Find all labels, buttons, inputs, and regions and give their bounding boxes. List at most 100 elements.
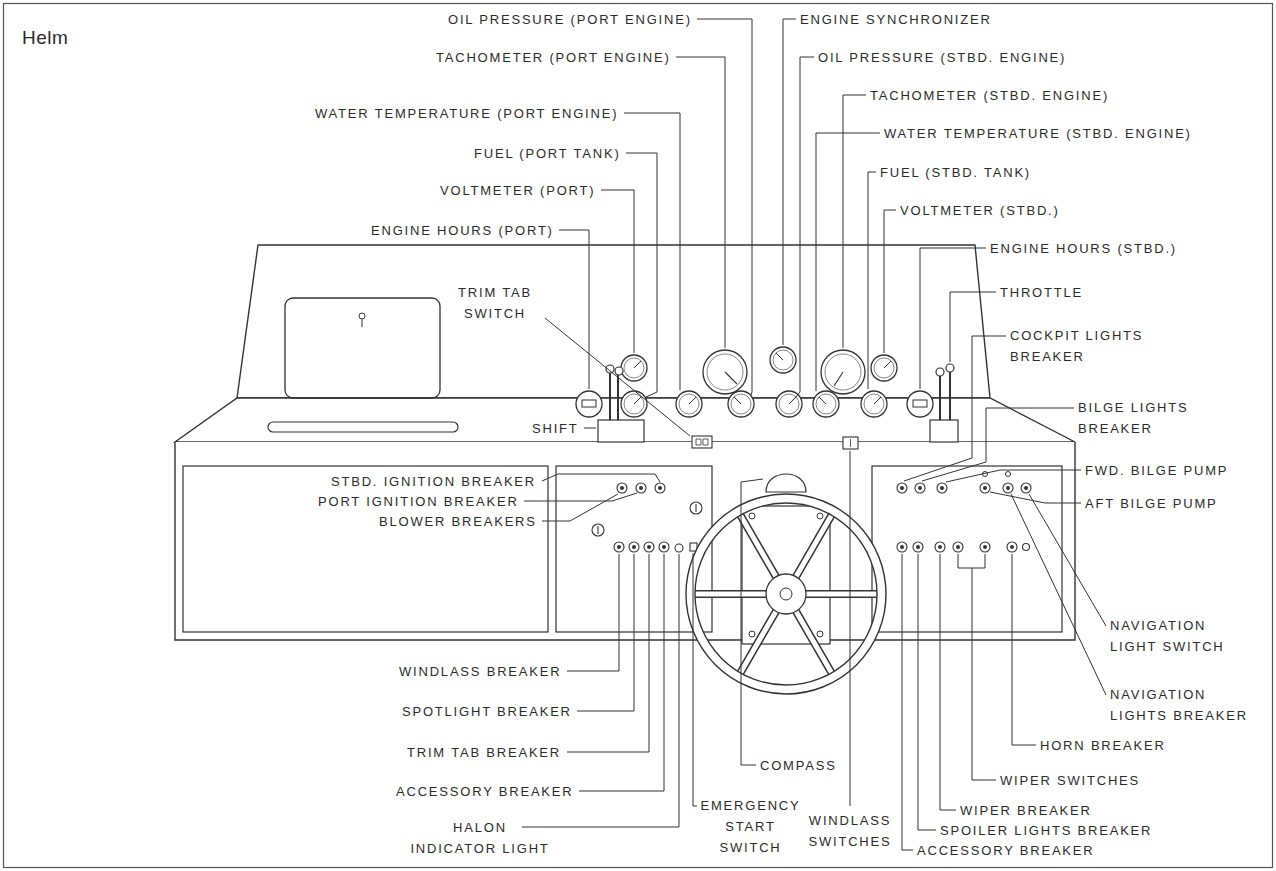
throttle-base <box>930 420 958 442</box>
callout-label: TRIM TAB BREAKER <box>407 742 563 763</box>
callout-label: VOLTMETER (PORT) <box>440 180 597 201</box>
gauge-needle <box>634 361 641 368</box>
key-switch <box>690 502 702 514</box>
callout-label: AFT BILGE PUMP <box>1085 493 1219 514</box>
callout-label: SPOTLIGHT BREAKER <box>402 701 573 722</box>
shift-knob <box>615 367 623 375</box>
callout-label: ACCESSORY BREAKER <box>396 781 575 802</box>
gauge-needle <box>776 353 783 360</box>
callout-label: SHIFT <box>532 418 580 439</box>
callout-label: STBD. IGNITION BREAKER <box>331 471 538 492</box>
callout-label: OIL PRESSURE (PORT ENGINE) <box>448 9 693 30</box>
throttle-lever <box>940 372 950 420</box>
gauge-dial <box>624 358 644 378</box>
gauge-dial <box>864 394 884 414</box>
gauge-dial <box>621 391 647 417</box>
gauge-dial <box>728 391 754 417</box>
trim-tab-switch <box>696 439 708 445</box>
diagram-title: Helm <box>22 26 68 50</box>
callout-label: FWD. BILGE PUMP <box>1085 460 1230 481</box>
callout-label: WATER TEMPERATURE (PORT ENGINE) <box>315 103 620 124</box>
indicator-light <box>1023 544 1030 551</box>
gauge-needle <box>789 397 796 404</box>
callout-label: THROTTLE <box>1000 282 1085 303</box>
trim-tab-switch <box>692 436 712 448</box>
callout-label: ENGINE HOURS (STBD.) <box>990 238 1178 259</box>
gauge-dial <box>813 391 839 417</box>
gauge-dial <box>679 394 699 414</box>
callout-label: TRIM TAB SWITCH <box>458 282 533 324</box>
callout-label: WINDLASS SWITCHES <box>808 810 892 852</box>
wheel-hub <box>780 588 792 600</box>
callout-label: COCKPIT LIGHTS BREAKER <box>1010 325 1145 367</box>
key-switch <box>592 524 604 536</box>
callout-label: FUEL (STBD. TANK) <box>880 162 1032 183</box>
gauge-needle <box>634 397 641 404</box>
wheel-plate <box>742 506 830 644</box>
hour-meter <box>913 400 927 407</box>
gauge-needle <box>884 361 891 368</box>
leader-line <box>522 19 1106 850</box>
callout-label: FUEL (PORT TANK) <box>474 143 622 164</box>
callout-label: EMERGENCY START SWITCH <box>700 795 801 858</box>
wheel-hub <box>766 574 806 614</box>
gauge-needle <box>734 397 741 404</box>
key-switch <box>695 504 696 512</box>
wheel-rim <box>686 494 886 694</box>
hour-meter <box>907 391 933 417</box>
gauge-needle <box>819 397 826 404</box>
callout-label: ACCESSORY BREAKER <box>917 840 1096 861</box>
callout-label: VOLTMETER (STBD.) <box>900 200 1061 221</box>
callout-label: PORT IGNITION BREAKER <box>318 491 520 512</box>
key-switch <box>597 526 598 534</box>
plate-screw <box>749 513 823 637</box>
gauge-dial <box>676 391 702 417</box>
callout-label: HORN BREAKER <box>1040 735 1167 756</box>
keyhole <box>359 313 365 319</box>
callout-label: OIL PRESSURE (STBD. ENGINE) <box>818 47 1068 68</box>
compass-dome <box>766 474 806 492</box>
throttle-knob <box>946 364 954 372</box>
shift-lever <box>610 373 618 420</box>
gauge-dial <box>770 347 796 373</box>
callout-label: NAVIGATION LIGHT SWITCH <box>1110 615 1226 657</box>
indicator-light <box>1006 472 1011 477</box>
shift-base <box>598 420 644 442</box>
hour-meter <box>576 391 602 417</box>
gauge-needle <box>725 372 737 384</box>
callout-label: SPOILER LIGHTS BREAKER <box>940 820 1154 841</box>
callout-label: NAVIGATION LIGHTS BREAKER <box>1110 684 1249 726</box>
callout-label: WATER TEMPERATURE (STBD. ENGINE) <box>884 123 1193 144</box>
gauge-dial <box>874 358 894 378</box>
instrument-hood <box>237 245 990 398</box>
blank-panel <box>183 466 548 632</box>
keyhole <box>362 319 363 327</box>
callout-label: BLOWER BREAKERS <box>379 511 538 532</box>
gauge-needle <box>834 372 843 386</box>
callout-label: ENGINE SYNCHRONIZER <box>800 9 993 30</box>
gauge-dial <box>821 350 865 394</box>
callout-label: WINDLASS BREAKER <box>399 661 563 682</box>
indicator-light <box>675 544 683 552</box>
gauge-dial <box>816 394 836 414</box>
gauge-dial <box>707 354 743 390</box>
gauge-dial <box>621 355 647 381</box>
callout-label: WIPER BREAKER <box>960 800 1093 821</box>
callout-label: COMPASS <box>760 755 838 776</box>
gauge-dial <box>624 394 644 414</box>
windlass-switch <box>850 439 851 447</box>
gauge-dial <box>825 354 861 390</box>
gauge-dial <box>703 350 747 394</box>
gauge-dial <box>773 350 793 370</box>
gauge-dial <box>731 394 751 414</box>
glove-box <box>285 298 440 398</box>
callout-label: TACHOMETER (STBD. ENGINE) <box>870 85 1111 106</box>
callout-label: HALON INDICATOR LIGHT <box>410 817 551 859</box>
callout-label: WIPER SWITCHES <box>1000 770 1142 791</box>
gauge-dial <box>871 355 897 381</box>
grab-handle <box>268 422 458 432</box>
hour-meter <box>582 400 596 407</box>
gauge-needle <box>689 397 696 404</box>
callout-label: BILGE LIGHTS BREAKER <box>1078 397 1190 439</box>
